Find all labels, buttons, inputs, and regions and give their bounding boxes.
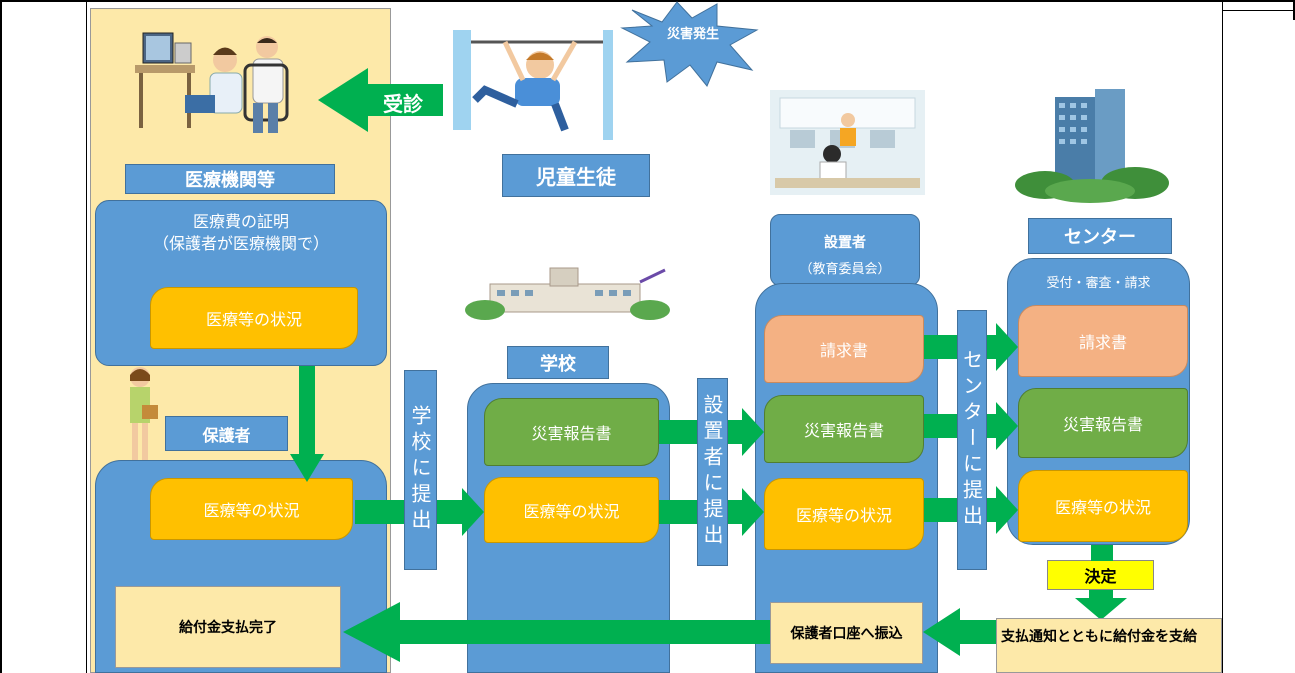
- school-status-card: 医療等の状況: [484, 477, 659, 543]
- arrow-medical-to-guardian: [290, 366, 324, 482]
- founder-status-card: 医療等の状況: [764, 478, 924, 550]
- label-submit-to-school: 学校に提出: [404, 370, 437, 570]
- school-header: 学校: [507, 346, 609, 379]
- top-border: [0, 0, 1295, 2]
- child-on-bar-illustration: [453, 30, 613, 140]
- medical-certificate-line1: 医療費の証明: [192, 212, 289, 231]
- doctor-consultation-illustration: [135, 32, 289, 133]
- school-report-card: 災害報告書: [484, 398, 659, 466]
- arrow-decision-down: [1075, 590, 1127, 620]
- medical-header: 医療機関等: [125, 164, 335, 194]
- office-workers-illustration: [770, 90, 925, 195]
- disaster-burst-shape: [620, 1, 759, 87]
- center-subtitle: 受付・審査・請求: [1046, 276, 1151, 291]
- label-submit-to-center: センターに提出: [957, 310, 987, 570]
- founder-header-line1: 設置者: [824, 235, 866, 251]
- guardian-status-card: 医療等の状況: [150, 478, 353, 540]
- disaster-burst-label: 災害発生: [666, 27, 719, 42]
- center-header: センター: [1028, 218, 1172, 254]
- column-line-right: [1222, 0, 1223, 673]
- arrow-center-down: [1091, 545, 1113, 561]
- center-building-illustration: [1015, 89, 1169, 203]
- guardian-payment-done: 給付金支払完了: [115, 586, 341, 668]
- consult-arrow: [318, 68, 443, 132]
- label-submit-to-founder: 設置者に提出: [697, 378, 728, 566]
- founder-transfer-note: 保護者口座へ振込: [770, 602, 923, 664]
- founder-invoice-card: 請求書: [764, 315, 924, 383]
- founder-report-card: 災害報告書: [764, 395, 924, 463]
- center-report-card: 災害報告書: [1018, 388, 1188, 458]
- student-label: 児童生徒: [502, 154, 650, 197]
- founder-header-line2: （教育委員会）: [799, 262, 891, 277]
- right-top-line: [1222, 10, 1295, 11]
- guardian-woman-illustration: [130, 367, 158, 461]
- consult-arrow-label: 受診: [383, 92, 423, 116]
- medical-status-card: 医療等の状況: [150, 287, 358, 349]
- left-border: [0, 0, 2, 673]
- center-payment-note: 支払通知とともに給付金を支給: [996, 618, 1222, 673]
- medical-certificate-line2: （保護者が医療機関で）: [152, 234, 329, 253]
- guardian-header: 保護者: [165, 416, 288, 451]
- center-status-card: 医療等の状況: [1018, 470, 1188, 542]
- founder-header-box: [770, 214, 920, 286]
- decision-box: 決定: [1047, 560, 1154, 590]
- school-building-illustration: [465, 267, 670, 320]
- column-line-left: [86, 0, 87, 673]
- center-invoice-card: 請求書: [1018, 305, 1188, 377]
